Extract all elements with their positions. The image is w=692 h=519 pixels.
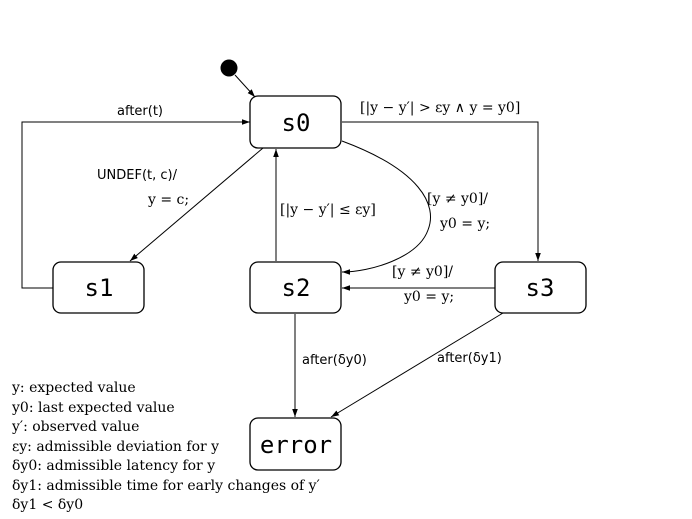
- edge-s3-to-error: [330, 312, 504, 418]
- label-s3-to-s2-line1: [y ≠ y0]/: [392, 264, 453, 280]
- edge-s1-to-s0: [21, 119, 250, 289]
- label-s0-to-s3: [|y − y′| > εy ∧ y = y0]: [360, 100, 520, 116]
- legend-item: εy: admissible deviation for y: [12, 438, 220, 455]
- label-s0-to-s1-line2: y = c;: [147, 192, 189, 208]
- label-s3-to-error: after(δy1): [437, 351, 502, 366]
- legend-item: y: expected value: [12, 380, 136, 396]
- label-s2-to-s0: [|y − y′| ≤ εy]: [280, 202, 376, 218]
- state-s0-label: s0: [282, 109, 311, 137]
- state-error-label: error: [260, 431, 332, 459]
- label-s2-to-error: after(δy0): [302, 353, 367, 368]
- state-error: error: [249, 417, 342, 471]
- state-s1-label: s1: [85, 274, 114, 302]
- state-s2-label: s2: [282, 274, 311, 302]
- legend-item: y0: last expected value: [12, 399, 175, 416]
- initial-state-dot: [220, 59, 238, 77]
- legend-item: y′: observed value: [12, 419, 140, 435]
- legend-item: δy1: admissible time for early changes o…: [12, 477, 320, 494]
- legend-item: δy0: admissible latency for y: [12, 458, 216, 474]
- edge-s0-to-s1: [129, 147, 264, 262]
- state-s2: s2: [249, 261, 342, 314]
- edge-s0-to-s3: [342, 121, 541, 261]
- edge-s0-to-s2: [341, 140, 432, 275]
- label-s0-to-s2-line2: y0 = y;: [439, 216, 490, 232]
- state-s3-label: s3: [526, 274, 555, 302]
- state-s1: s1: [52, 261, 145, 314]
- initial-transition-arrow: [234, 74, 256, 98]
- label-s1-to-s0: after(t): [117, 104, 163, 119]
- state-s3: s3: [494, 261, 587, 314]
- label-s0-to-s2-line1: [y ≠ y0]/: [427, 191, 488, 207]
- label-s0-to-s1-line1: UNDEF(t, c)/: [97, 168, 178, 183]
- label-s3-to-s2-line2: y0 = y;: [403, 289, 454, 305]
- legend: y: expected value y0: last expected valu…: [12, 379, 320, 516]
- state-s0: s0: [249, 95, 342, 149]
- legend-item: δy1 < δy0: [12, 497, 84, 513]
